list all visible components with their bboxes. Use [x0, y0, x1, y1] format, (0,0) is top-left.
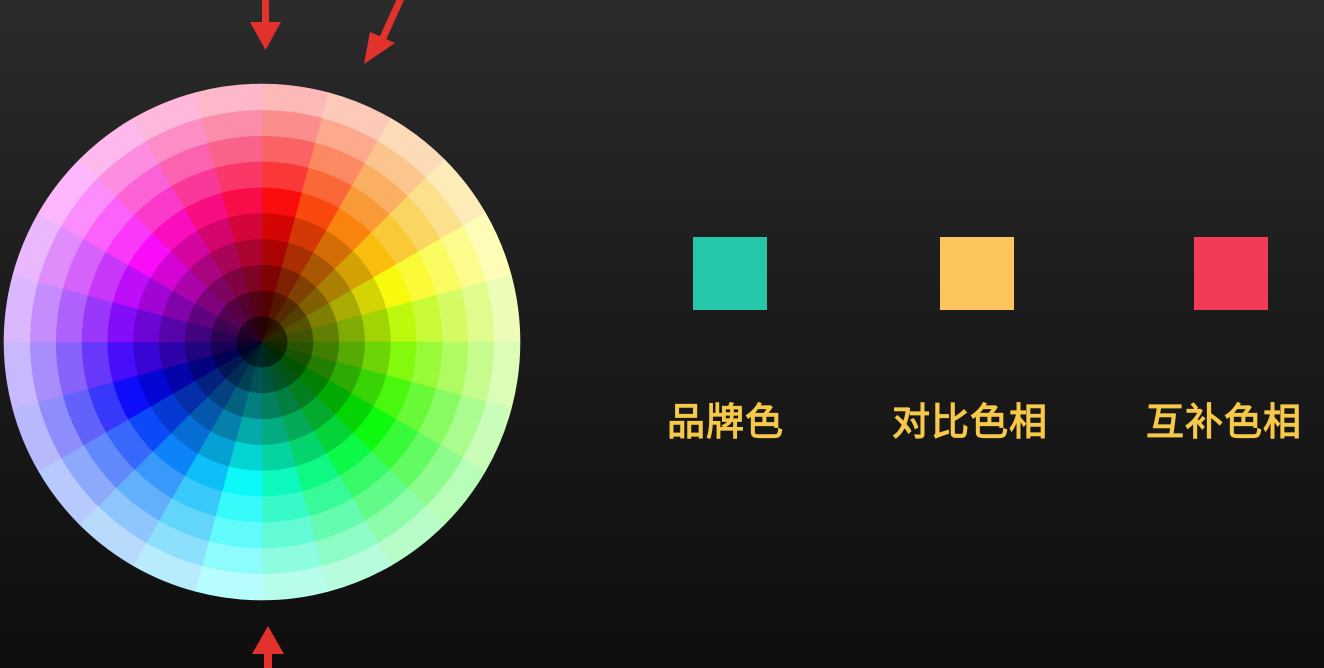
- color-wheel: [3, 83, 521, 601]
- arrows-layer: [250, 0, 405, 668]
- swatch-contrast-hue: [940, 237, 1014, 310]
- arrow-top-vertical: [250, 0, 281, 50]
- label-brand-color: 品牌色: [667, 400, 785, 444]
- arrow-bottom-vertical-head: [252, 626, 284, 654]
- swatch-complementary-hue: [1194, 237, 1268, 310]
- arrow-top-diagonal-shaft: [378, 0, 405, 42]
- label-contrast-hue: 对比色相: [892, 400, 1049, 444]
- label-complementary-hue: 互补色相: [1146, 400, 1303, 444]
- arrow-bottom-vertical: [252, 626, 284, 668]
- arrow-top-vertical-head: [250, 22, 281, 50]
- arrow-bottom-vertical-shaft: [264, 652, 272, 668]
- arrow-top-diagonal-head: [364, 32, 395, 64]
- color-wheel-cell: [194, 83, 263, 119]
- arrow-top-vertical-shaft: [262, 0, 269, 26]
- arrow-top-diagonal: [364, 0, 405, 64]
- swatch-brand-color: [693, 237, 767, 310]
